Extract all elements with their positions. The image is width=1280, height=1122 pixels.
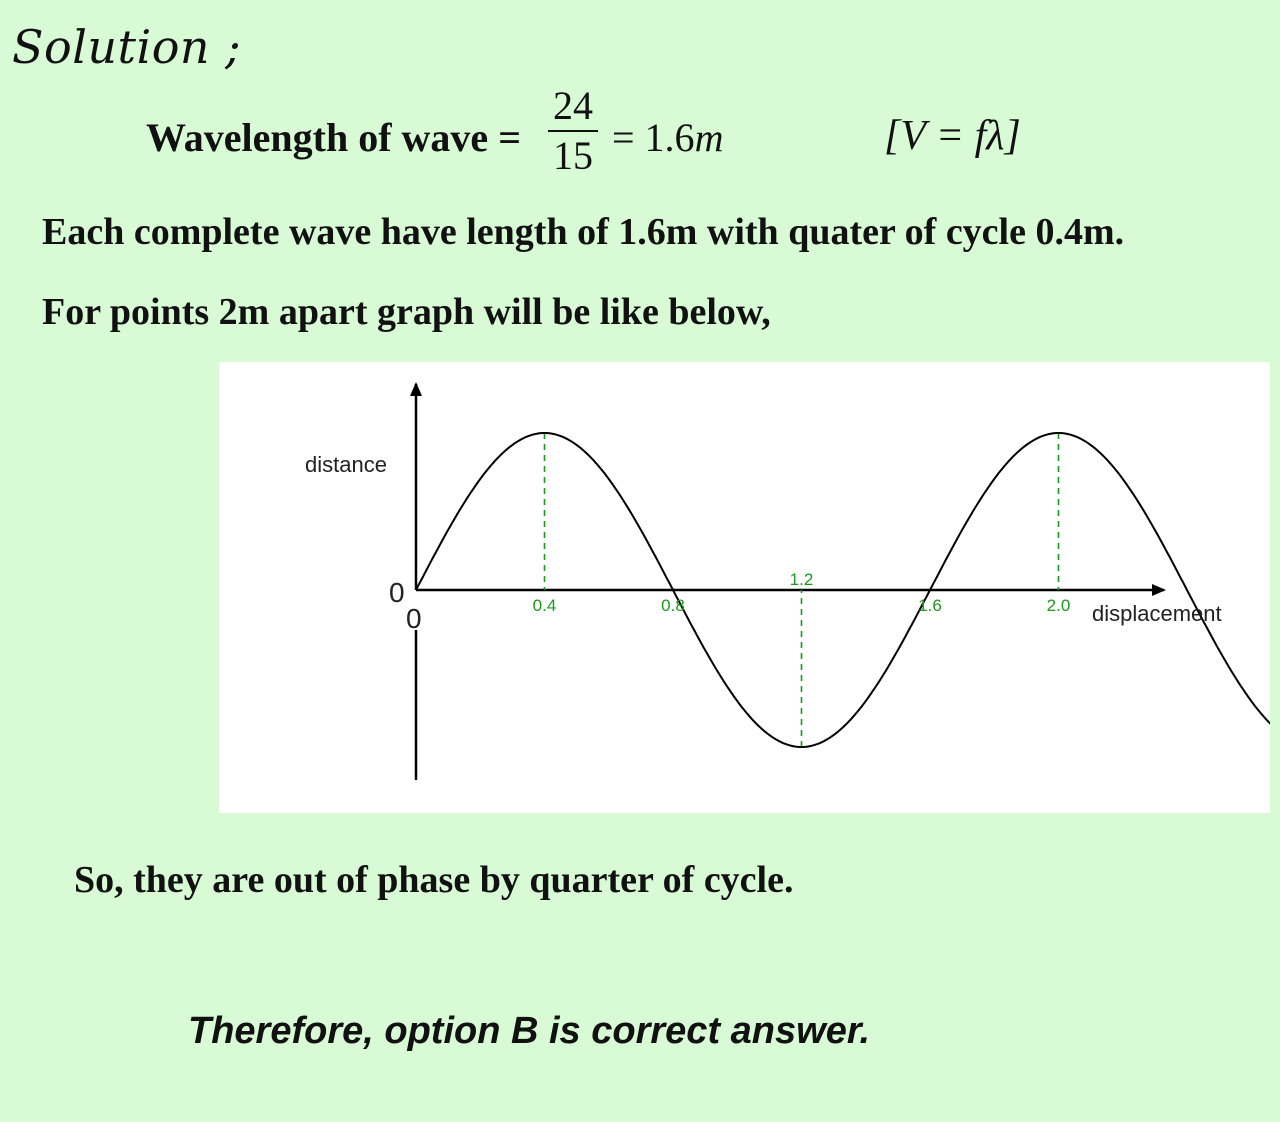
solution-heading: Solution ;	[12, 20, 242, 74]
formula-result: = 1.6m	[612, 114, 723, 161]
result-value: = 1.6	[612, 115, 695, 160]
tick-label-2-0: 2.0	[1047, 596, 1071, 615]
wave-equation: [V = fλ]	[884, 113, 1021, 159]
y-axis-label: distance	[305, 452, 387, 477]
x-axis-label: displacement	[1092, 601, 1222, 626]
wavelength-explanation: Each complete wave have length of 1.6m w…	[42, 211, 1125, 253]
tick-label-0-4: 0.4	[533, 596, 557, 615]
x-origin-label: 0	[406, 603, 422, 634]
tick-label-1-6: 1.6	[918, 596, 942, 615]
tick-label-1-2: 1.2	[790, 570, 814, 589]
tick-label-0-8: 0.8	[661, 596, 685, 615]
fraction-bar	[548, 130, 598, 132]
fraction-denominator: 15	[553, 133, 593, 178]
result-unit: m	[694, 115, 724, 160]
y-origin-label: 0	[389, 577, 405, 608]
fraction-numerator: 24	[553, 83, 593, 128]
wave-curve	[415, 432, 1270, 748]
formula-label: Wavelength of wave =	[146, 115, 521, 160]
phase-conclusion: So, they are out of phase by quarter of …	[74, 859, 794, 901]
wavelength-fraction: 24 15	[548, 84, 598, 178]
graph-intro: For points 2m apart graph will be like b…	[42, 291, 771, 333]
final-answer: Therefore, option B is correct answer.	[188, 1010, 871, 1052]
